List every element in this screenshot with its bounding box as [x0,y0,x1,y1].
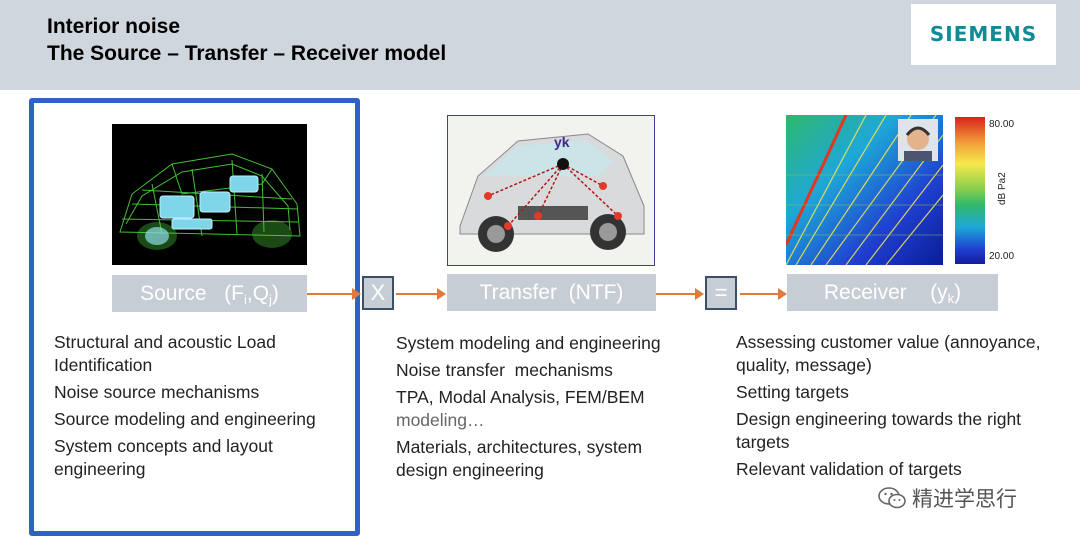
transfer-item-main: TPA, Modal Analysis, FEM/BEM [396,387,645,407]
multiply-operator-box: X [362,276,394,310]
arrow-right-icon [740,288,787,300]
source-car-wireframe-image [112,124,307,265]
transfer-item: TPA, Modal Analysis, FEM/BEM modeling… [396,386,696,432]
logo-text: SIEMENS [929,22,1038,46]
source-label-j: j [269,292,272,307]
watermark-text: 精进学思行 [912,487,1017,511]
source-highlight-frame [29,98,360,536]
receiver-description-list: Assessing customer value (annoyance, qua… [736,331,1056,485]
source-item: Noise source mechanisms [54,382,260,402]
transfer-item: Noise transfer mechanisms [396,360,613,380]
transfer-label-text: Transfer (NTF) [479,281,624,304]
receiver-label-k: k [947,291,955,306]
source-label-i: i [243,292,247,307]
slide-title-line1: Interior noise [47,15,181,38]
source-label-text: Source [140,282,207,305]
source-description-list: Structural and acoustic Load Identificat… [54,331,344,485]
wechat-icon [878,486,906,514]
transfer-item: System modeling and engineering [396,333,661,353]
colorbar-unit-label: dB Pa2 [997,172,1008,205]
colorbar-min-label: 20.00 [989,251,1015,262]
transfer-image-yk-label: yk [554,134,570,150]
transfer-item: Materials, architectures, system design … [396,437,643,480]
arrow-right-icon [307,288,361,300]
receiver-label: Receiver (yk) [787,274,998,311]
slide-title-line2: The Source – Transfer – Receiver model [47,42,447,65]
watermark: 精进学思行 [878,483,1017,514]
slide-header: Interior noise The Source – Transfer – R… [0,0,1080,90]
source-label: Source (Fi,Qj) [112,275,307,312]
transfer-description-list: System modeling and engineering Noise tr… [396,332,696,486]
equals-operator-box: = [705,276,737,310]
colorbar [955,117,985,264]
arrow-right-icon [396,288,446,300]
transfer-label: Transfer (NTF) [447,274,656,311]
receiver-item: Assessing customer value (annoyance, qua… [736,332,1041,375]
receiver-label-text: Receiver [823,281,907,304]
arrow-right-icon [656,288,704,300]
siemens-logo: SIEMENS [911,4,1056,65]
source-label-Q: Q [252,282,270,305]
source-item: System concepts and layout engineering [54,436,273,479]
source-label-F: F [231,282,244,305]
receiver-item: Design engineering towards the right tar… [736,409,1022,452]
receiver-item: Relevant validation of targets [736,459,962,479]
source-item: Structural and acoustic Load Identificat… [54,332,276,375]
receiver-label-y: y [937,281,948,304]
receiver-item: Setting targets [736,382,849,402]
transfer-car-cutaway-image: yk [447,115,655,266]
transfer-item-cont: modeling… [396,410,485,430]
colorbar-max-label: 80.00 [989,119,1015,130]
source-item: Source modeling and engineering [54,409,316,429]
receiver-spectrogram-image [786,115,943,265]
